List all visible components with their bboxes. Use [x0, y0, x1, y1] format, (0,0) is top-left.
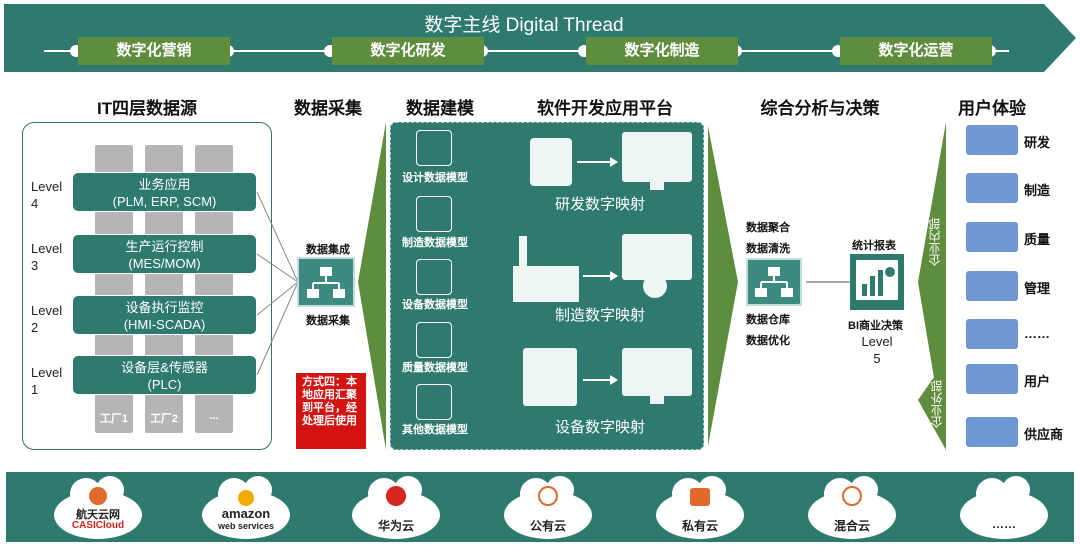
- ux-more: ……: [1024, 326, 1050, 341]
- cloud-hybrid: 混合云: [833, 519, 870, 533]
- mapping-equipment: 设备数字映射: [554, 419, 645, 436]
- layer-detail: (PLM, ERP, SCM): [112, 194, 217, 209]
- users-group-icon: [966, 417, 1018, 447]
- cloud-casicloud-sub: CASICloud: [71, 520, 125, 531]
- layer-devices-sensors: 设备层&传感器 (PLC): [72, 355, 257, 395]
- mapping-manufacturing: 制造数字映射: [554, 307, 645, 324]
- analysis-aggregate: 数据聚合: [746, 222, 790, 234]
- cloud-huawei: 华为云: [377, 519, 414, 533]
- layer-detail: (HMI-SCADA): [123, 317, 206, 332]
- ux-quality: 质量: [1024, 232, 1051, 247]
- analysis-cleanse: 数据清洗: [746, 243, 790, 255]
- cloud-amazon-sub: web services: [217, 521, 275, 531]
- layer-name: 生产运行控制: [125, 239, 204, 254]
- factory-label-3: ...: [209, 410, 219, 422]
- level-5-text: Level: [861, 334, 893, 349]
- users-group-icon: [966, 271, 1018, 301]
- users-group-icon: [966, 319, 1018, 349]
- pill-rnd: 数字化研发: [332, 37, 484, 65]
- cube-icon: [416, 196, 452, 232]
- users-group-icon: [966, 125, 1018, 155]
- users-group-icon: [966, 364, 1018, 394]
- mapping-illustrations: [513, 132, 692, 406]
- pill-marketing: 数字化营销: [78, 37, 230, 65]
- cube-icon: [416, 384, 452, 420]
- header-platform: 软件开发应用平台: [537, 99, 673, 118]
- digital-thread-banner: 数字主线 Digital Thread 数字化营销 数字化研发 数字化制造 数字…: [4, 4, 1076, 72]
- users-group-icon: [966, 173, 1018, 203]
- hybrid-cloud-icon: [842, 486, 862, 506]
- factory-to-monitor-icon: [513, 234, 692, 302]
- layer-equipment-monitoring: 设备执行监控 (HMI-SCADA): [72, 295, 257, 335]
- header-it-sources: IT四层数据源: [96, 99, 198, 118]
- level-5-number: 5: [873, 351, 881, 366]
- device-to-monitor-icon: [530, 132, 692, 190]
- cube-icon: [416, 259, 452, 295]
- analysis-warehouse: 数据仓库: [746, 314, 790, 326]
- layer-name: 设备执行监控: [125, 300, 204, 315]
- banner-title: 数字主线 Digital Thread: [424, 15, 624, 36]
- header-modeling: 数据建模: [406, 99, 474, 118]
- level-3-label: Level 3: [31, 241, 63, 273]
- model-quality: 质量数据模型: [402, 362, 468, 374]
- layer-name: 业务应用: [138, 177, 191, 192]
- machine-to-monitor-icon: [523, 348, 692, 406]
- level-4-label: Level 4: [31, 179, 63, 211]
- header-collection: 数据采集: [294, 99, 362, 118]
- layer-detail: (MES/MOM): [128, 256, 201, 271]
- data-collection-icon: [297, 257, 355, 307]
- bar-chart-icon: [850, 254, 904, 310]
- aws-logo-icon: [238, 490, 254, 506]
- pill-operations: 数字化运营: [840, 37, 992, 65]
- ux-rnd: 研发: [1024, 135, 1051, 150]
- cube-icon: [416, 322, 452, 358]
- cloud-more: ……: [992, 517, 1016, 531]
- factory-label-1: 工厂1: [99, 413, 129, 425]
- model-manufacturing: 制造数据模型: [402, 237, 468, 249]
- layer-production-control: 生产运行控制 (MES/MOM): [72, 234, 257, 274]
- analysis-optimize: 数据优化: [746, 335, 790, 347]
- report-label: 统计报表: [852, 240, 896, 252]
- factory-label-2: 工厂2: [149, 413, 179, 425]
- header-analysis: 综合分析与决策: [760, 99, 880, 118]
- layer-detail: (PLC): [147, 377, 182, 392]
- ux-manufacturing: 制造: [1024, 183, 1051, 198]
- model-design: 设计数据模型: [402, 172, 468, 184]
- layer-name: 设备层&传感器: [121, 360, 208, 375]
- huawei-logo-icon: [386, 486, 406, 506]
- layer-business-apps: 业务应用 (PLM, ERP, SCM): [72, 172, 257, 212]
- header-ux: 用户体验: [958, 99, 1026, 118]
- model-other: 其他数据模型: [402, 424, 468, 436]
- model-equipment: 设备数据模型: [402, 299, 468, 311]
- level-2-label: Level 2: [31, 303, 63, 335]
- collect-integration-label: 数据集成: [306, 244, 350, 256]
- it-sources-box: [22, 122, 272, 450]
- cloud-casicloud-brand: 航天云网: [76, 509, 120, 521]
- collect-acquisition-label: 数据采集: [306, 315, 350, 327]
- cube-icon: [416, 130, 452, 166]
- level-1-label: Level 1: [31, 365, 63, 397]
- cloud-amazon-brand: amazon: [221, 506, 271, 521]
- cloud-private: 私有云: [681, 519, 718, 533]
- ux-suppliers: 供应商: [1024, 427, 1064, 442]
- cloud-public: 公有云: [529, 519, 566, 533]
- bi-label: BI商业决策: [848, 320, 903, 332]
- casicloud-logo-icon: [89, 487, 107, 505]
- public-cloud-icon: [538, 486, 558, 506]
- users-group-icon: [966, 222, 1018, 252]
- pill-manufacturing: 数字化制造: [586, 37, 738, 65]
- method-four-note: 方式四：本地应用汇聚到平台，经处理后使用: [296, 373, 366, 449]
- ux-management: 管理: [1024, 281, 1051, 296]
- ux-customers: 用户: [1024, 374, 1051, 389]
- analysis-hub-icon: [746, 258, 802, 306]
- lock-icon: [690, 488, 710, 506]
- mapping-rnd: 研发数字映射: [554, 196, 645, 213]
